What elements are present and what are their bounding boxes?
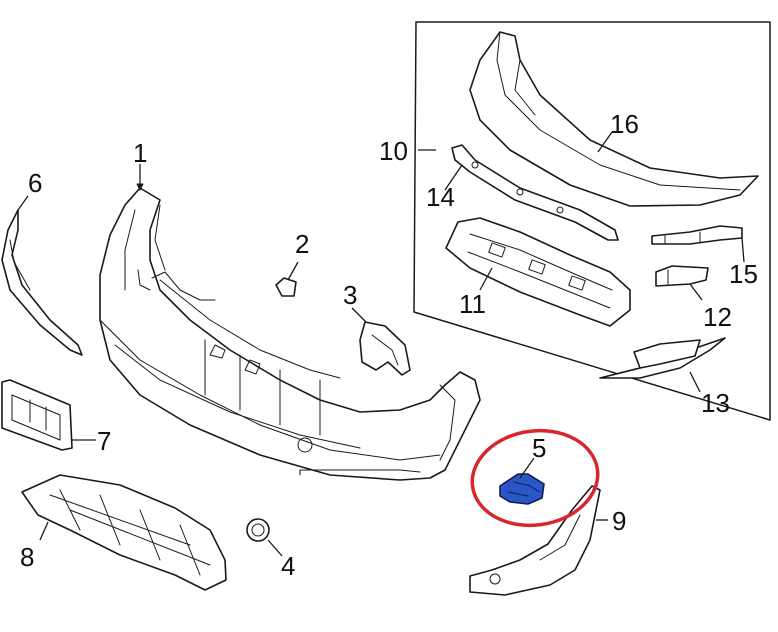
callout-7: 7 [97,426,111,456]
part-16-upper-strip [469,31,759,207]
callout-13: 13 [701,388,730,418]
part-9-side-bracket [469,485,601,596]
part-7-plate-bracket [1,379,73,451]
callout-4: 4 [281,551,295,581]
callout-16: 16 [610,109,639,139]
callout-15: 15 [729,259,758,289]
part-15-bracket [651,225,743,245]
leader-lines [17,131,745,557]
part-6-side-strip [1,209,83,356]
callout-10: 10 [379,136,408,166]
part-13-side-trim [599,337,726,379]
callout-5: 5 [532,433,546,463]
highlight-ring [470,428,600,528]
part-8-splash-shield [21,474,227,591]
callout-11: 11 [459,289,486,319]
part-5-clip [499,473,545,505]
part-12-bracket [655,265,709,287]
callout-1: 1 [133,138,147,168]
callout-14: 14 [426,182,455,212]
part-2-clip [275,277,297,297]
callout-9: 9 [612,506,626,536]
callout-3: 3 [343,280,357,310]
callout-labels: 1 2 3 4 5 6 7 8 9 10 11 12 13 14 15 16 [20,109,758,581]
inset-box [413,21,771,421]
callout-6: 6 [28,168,42,198]
part-1-bumper-cover [99,187,481,481]
callout-8: 8 [20,542,34,572]
part-11-absorber [445,217,631,327]
part-4-ring [246,518,270,542]
part-14-rail [451,144,619,241]
part-3-bracket [359,321,411,376]
part-5-highlight-clip [470,428,600,528]
callout-2: 2 [295,229,309,259]
callout-12: 12 [703,302,732,332]
